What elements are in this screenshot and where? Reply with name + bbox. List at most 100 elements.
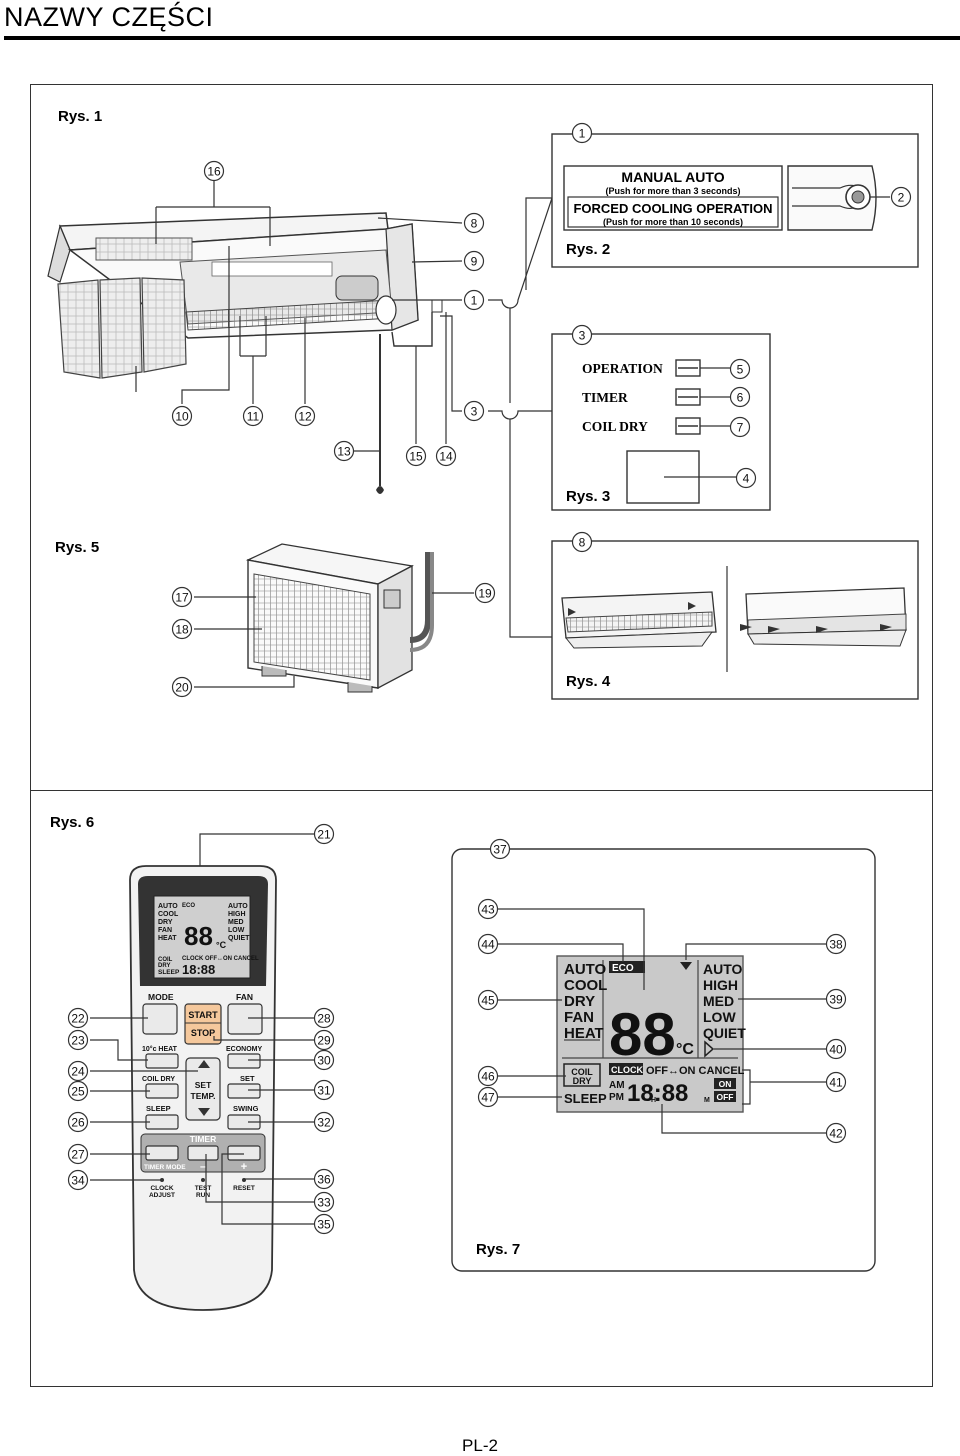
svg-text:COIL: COIL: [158, 957, 173, 963]
callout-circle-38: [825, 933, 847, 955]
callout-number-39: 39: [829, 993, 843, 1007]
callout-number-8: 8: [471, 217, 478, 231]
callout-circle-36: [313, 1168, 335, 1190]
callout-circle-3: [571, 324, 593, 346]
lcd-fan-0: AUTO: [703, 961, 743, 977]
callout-circle-30: [313, 1049, 335, 1071]
svg-text:18:88: 18:88: [182, 962, 215, 977]
rys4-label: Rys. 4: [566, 673, 611, 690]
callout-number-20: 20: [175, 681, 189, 695]
callout-number-3: 3: [579, 329, 586, 343]
rys6-leaders: [90, 833, 314, 1225]
lcd-eco: ECO: [612, 963, 634, 974]
callout-number-13: 13: [337, 445, 351, 459]
svg-text:DRY: DRY: [158, 919, 173, 926]
callout-circle-1: [571, 122, 593, 144]
lcd-m: M: [704, 1097, 710, 1104]
callout-circle-12: [294, 405, 316, 427]
callout-number-44: 44: [481, 938, 495, 952]
callout-number-1: 1: [579, 127, 586, 141]
airflow-unit-left: [561, 591, 717, 649]
callout-circle-43: [477, 898, 499, 920]
manual-auto-label-plate: MANUAL AUTO (Push for more than 3 second…: [563, 165, 783, 231]
lcd-pm: PM: [609, 1092, 624, 1103]
callout-number-19: 19: [478, 587, 492, 601]
callout-number-10: 10: [175, 410, 189, 424]
callout-number-12: 12: [298, 410, 312, 424]
callout-circle-14: [435, 445, 457, 467]
lcd-fan-2: MED: [703, 993, 734, 1009]
callout-circle-24: [67, 1060, 89, 1082]
lcd-temp: 88: [609, 1001, 676, 1068]
callout-circle-18: [171, 618, 193, 640]
timer-label: TIMER: [582, 390, 628, 405]
callout-number-31: 31: [317, 1084, 331, 1098]
page-title: NAZWY CZĘŚCI: [4, 2, 214, 32]
callout-number-24: 24: [71, 1065, 85, 1079]
lcd-timer-line: OFF↔ON CANCEL: [646, 1065, 745, 1077]
svg-text:FAN: FAN: [158, 927, 172, 934]
callout-number-42: 42: [829, 1127, 843, 1141]
manual-auto-button-drawing: [787, 165, 877, 231]
callout-number-40: 40: [829, 1043, 843, 1057]
coil-dry-label: COIL DRY: [582, 419, 648, 434]
indicator-lamps: [675, 359, 701, 435]
lcd-time: 18:88: [627, 1080, 688, 1107]
callout-circle-16: [203, 160, 225, 182]
callout-number-21: 21: [317, 828, 331, 842]
callout-circle-35: [313, 1213, 335, 1235]
reset-label: RESET: [233, 1185, 255, 1192]
callout-number-26: 26: [71, 1116, 85, 1130]
lcd-off: OFF: [717, 1092, 734, 1102]
callout-circle-34: [67, 1169, 89, 1191]
svg-text:DRY: DRY: [158, 963, 170, 969]
set-temp-label-1: SET: [195, 1080, 212, 1090]
callout-circle-3: [463, 400, 485, 422]
callout-circle-40: [825, 1038, 847, 1060]
svg-text:MED: MED: [228, 919, 244, 926]
callout-circle-33: [313, 1191, 335, 1213]
callout-circle-9: [463, 250, 485, 272]
callout-number-25: 25: [71, 1085, 85, 1099]
callout-number-47: 47: [481, 1091, 495, 1105]
callout-number-41: 41: [829, 1076, 843, 1090]
callout-circle-26: [67, 1111, 89, 1133]
mode-label: MODE: [148, 992, 174, 1002]
svg-text:AUTO: AUTO: [158, 903, 178, 910]
lcd-mode-4: HEAT: [564, 1025, 604, 1042]
lcd-mode-1: COOL: [564, 977, 607, 994]
callout-number-16: 16: [207, 165, 221, 179]
callout-circle-37: [489, 838, 511, 860]
callout-circle-8: [463, 212, 485, 234]
callout-circle-32: [313, 1111, 335, 1133]
callout-number-18: 18: [175, 623, 189, 637]
callout-circle-47: [477, 1086, 499, 1108]
set-label: SET: [240, 1074, 255, 1083]
lcd-mode-0: AUTO: [564, 961, 607, 978]
heat10-label: 10°c HEAT: [142, 1045, 178, 1053]
callout-circle-5: [729, 358, 751, 380]
callout-number-3: 3: [471, 405, 478, 419]
manual-auto-hint: (Push for more than 3 seconds): [605, 186, 740, 196]
callout-number-1: 1: [471, 294, 478, 308]
callout-number-35: 35: [317, 1218, 331, 1232]
svg-text:AUTO: AUTO: [228, 903, 248, 910]
callout-number-46: 46: [481, 1070, 495, 1084]
callout-circle-25: [67, 1080, 89, 1102]
manual-auto-text: MANUAL AUTO: [621, 169, 724, 185]
set-temp-label-2: TEMP.: [191, 1091, 216, 1101]
callout-number-8: 8: [579, 536, 586, 550]
clock-adjust-2: ADJUST: [149, 1192, 175, 1199]
rys1-label: Rys. 1: [58, 108, 102, 125]
callout-number-9: 9: [471, 255, 478, 269]
outdoor-unit-drawing: [245, 543, 434, 693]
lcd-mode-3: FAN: [564, 1009, 594, 1026]
callout-circle-21: [313, 823, 335, 845]
callout-circle-7: [729, 416, 751, 438]
svg-text:HIGH: HIGH: [228, 911, 246, 918]
title-rule: [4, 36, 960, 40]
callout-number-45: 45: [481, 994, 495, 1008]
callout-number-30: 30: [317, 1054, 331, 1068]
callout-circle-42: [825, 1122, 847, 1144]
